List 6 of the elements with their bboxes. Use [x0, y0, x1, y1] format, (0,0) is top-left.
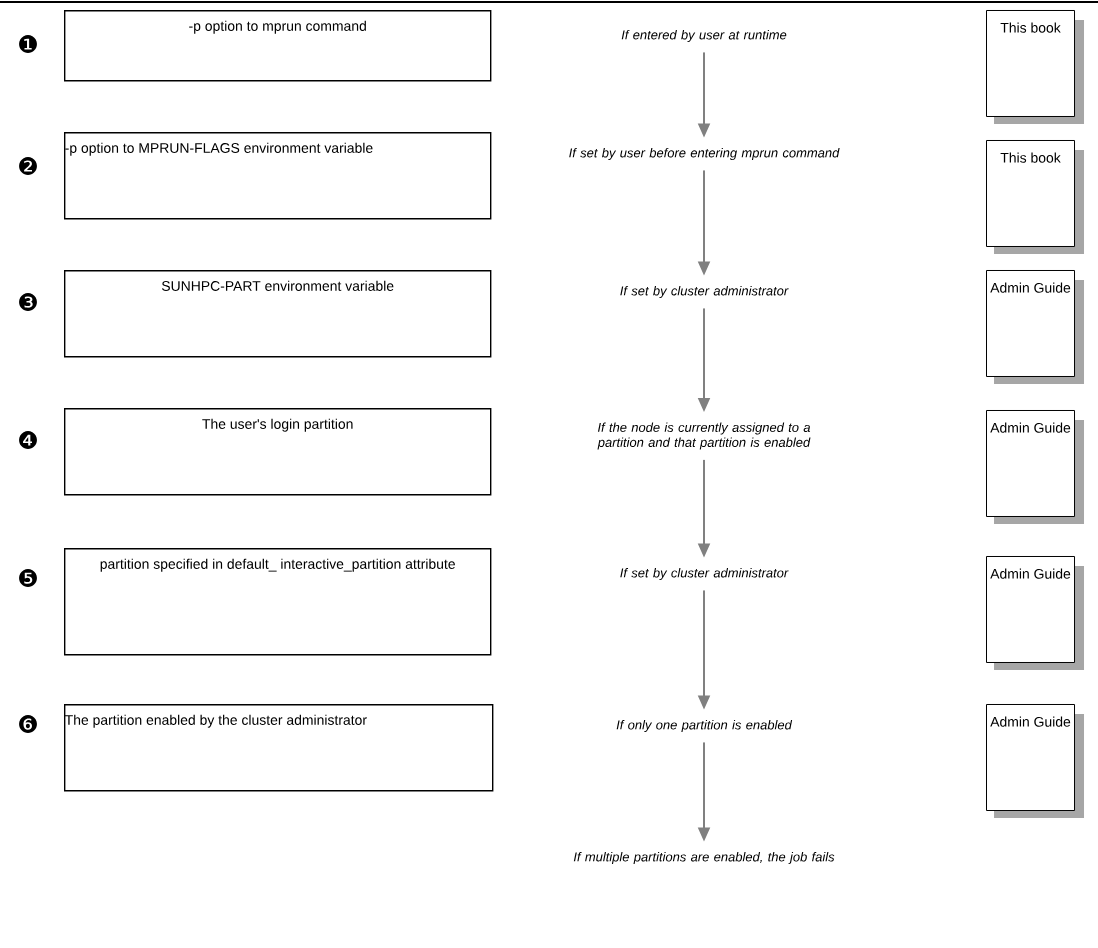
callout-number: ❷	[19, 157, 37, 175]
callout-number: ❶	[19, 35, 37, 53]
callout-number: ❸	[19, 293, 37, 311]
callout-number: ❻	[19, 715, 37, 733]
callout-number: ❺	[19, 569, 37, 587]
callout-number: ❹	[19, 431, 37, 449]
